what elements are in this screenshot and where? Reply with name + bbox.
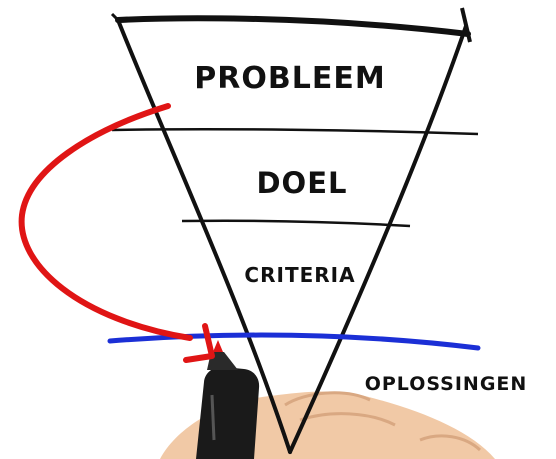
level-label-doel: DOEL	[256, 166, 347, 200]
level-divider-lines	[111, 127, 479, 228]
bottom-label-oplossingen: OPLOSSINGEN	[365, 373, 528, 395]
level-label-criteria: CRITERIA	[244, 263, 355, 287]
hand-with-marker-illustration	[160, 340, 495, 459]
level-label-probleem: PROBLEEM	[194, 61, 385, 96]
feedback-arrow	[18, 103, 215, 363]
solution-line	[107, 332, 481, 351]
funnel-outline	[110, 7, 472, 454]
